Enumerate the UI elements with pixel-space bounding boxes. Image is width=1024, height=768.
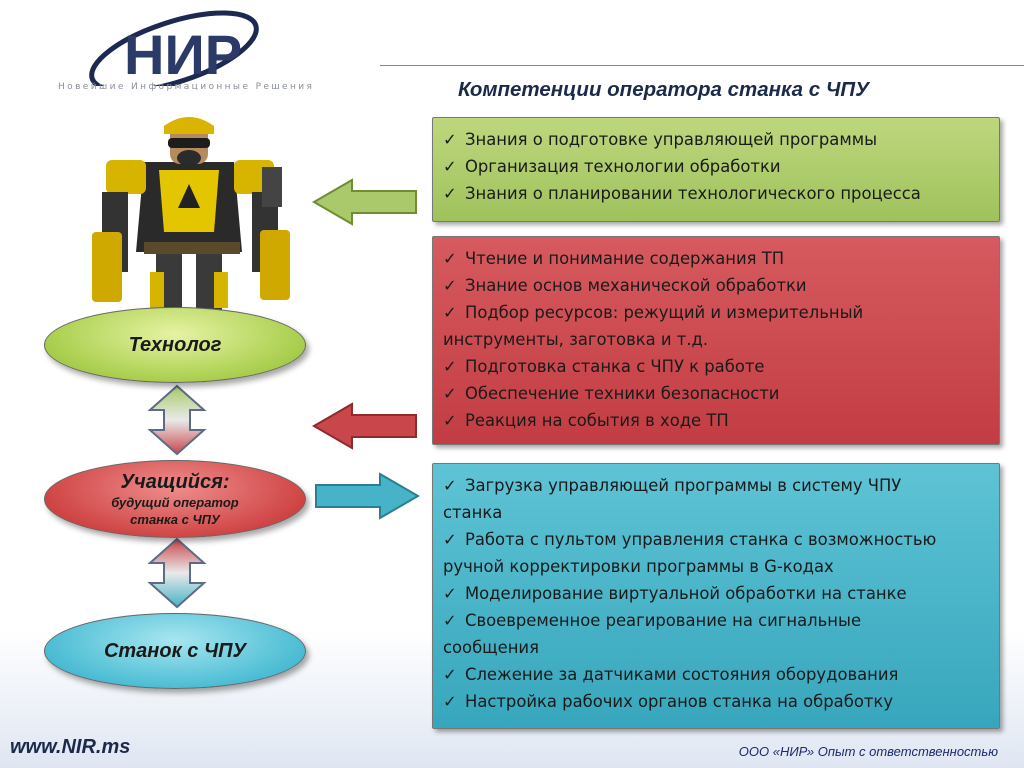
role-student: Учащийся: будущий оператор станка с ЧПУ — [44, 460, 306, 538]
list-item: ✓Чтение и понимание содержания ТП — [443, 249, 785, 268]
list-item: ✓Знания о подготовке управляющей програм… — [443, 130, 878, 149]
logo-wordmark: НИР — [124, 23, 242, 86]
footer-url: www.NIR.ms — [10, 736, 131, 758]
list-item: ✓Слежение за датчиками состояния оборудо… — [443, 665, 899, 684]
header-divider — [380, 65, 1024, 66]
role-cnc-machine: Станок с ЧПУ — [44, 613, 306, 689]
list-item-continuation: станка — [443, 503, 503, 522]
list-item: ✓Загрузка управляющей программы в систем… — [443, 476, 902, 495]
arrow-left-red-icon — [312, 402, 417, 450]
logo-subtitle: Новейшие Информационные Решения — [58, 82, 315, 92]
list-item: ✓Обеспечение техники безопасности — [443, 384, 780, 403]
role-technologist-label: Технолог — [128, 333, 222, 356]
list-item-continuation: сообщения — [443, 638, 539, 657]
list-item: ✓Подбор ресурсов: режущий и измерительны… — [443, 303, 864, 322]
competency-box-technologist: ✓Знания о подготовке управляющей програм… — [432, 117, 1000, 222]
role-student-subtitle-1: будущий оператор — [111, 494, 239, 510]
list-item: ✓Подготовка станка с ЧПУ к работе — [443, 357, 765, 376]
list-item-continuation: инструменты, заготовка и т.д. — [443, 330, 709, 349]
role-cnc-machine-label: Станок с ЧПУ — [103, 639, 247, 662]
competency-box-student: ✓Чтение и понимание содержания ТП ✓Знани… — [432, 236, 1000, 445]
role-technologist: Технолог — [44, 307, 306, 383]
role-student-title: Учащийся: — [120, 470, 230, 493]
list-item: ✓Своевременное реагирование на сигнальны… — [443, 611, 862, 630]
role-student-subtitle-2: станка с ЧПУ — [130, 511, 220, 527]
list-item: ✓Знание основ механической обработки — [443, 276, 807, 295]
list-item: ✓Настройка рабочих органов станка на обр… — [443, 692, 894, 711]
arrow-left-green-icon — [312, 178, 417, 226]
list-item: ✓Работа с пультом управления станка с во… — [443, 530, 937, 549]
list-item: ✓Знания о планировании технологического … — [443, 184, 921, 203]
company-logo: НИР Новейшие Информационные Решения — [52, 6, 392, 106]
logo-emblem: НИР — [89, 10, 259, 86]
list-item: ✓Реакция на события в ходе ТП — [443, 411, 729, 430]
competency-box-machine: ✓Загрузка управляющей программы в систем… — [432, 463, 1000, 729]
double-arrow-tech-student-icon — [147, 384, 207, 456]
arrow-right-blue-icon — [315, 472, 420, 520]
worker-illustration — [92, 117, 290, 312]
footer-company: ООО «НИР» Опыт с ответственностью — [738, 744, 998, 759]
double-arrow-student-machine-icon — [147, 537, 207, 609]
list-item: ✓Организация технологии обработки — [443, 157, 781, 176]
list-item: ✓Моделирование виртуальной обработки на … — [443, 584, 907, 603]
page-title: Компетенции оператора станка с ЧПУ — [458, 78, 870, 101]
list-item-continuation: ручной корректировки программы в G-кодах — [443, 557, 834, 576]
